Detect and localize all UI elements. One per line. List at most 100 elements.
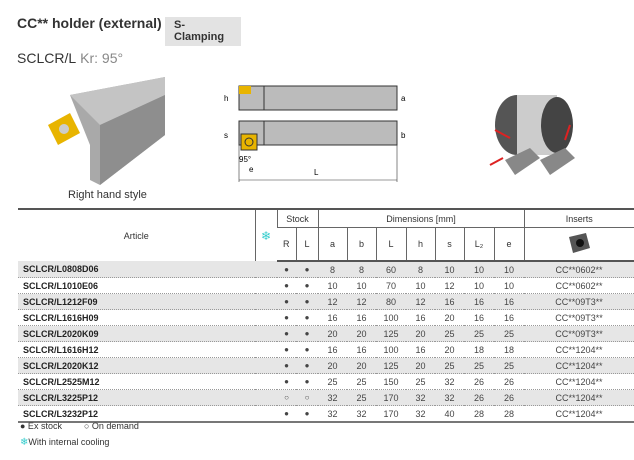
dim-s-cell: 25	[435, 357, 464, 374]
dim-h-cell: 16	[406, 309, 435, 326]
insert-cell: CC**09T3**	[524, 309, 634, 326]
stock-l-cell: ●	[296, 341, 318, 358]
cooling-cell	[255, 357, 277, 374]
dim-s: s	[224, 131, 228, 140]
page-title: CC** holder (external)	[17, 15, 162, 31]
dim-a-cell: 25	[318, 373, 347, 390]
col-stock: Stock	[276, 208, 318, 228]
stock-legend: ● Ex stock○ On demand	[20, 421, 139, 431]
stock-l-cell: ●	[296, 325, 318, 342]
cooling-cell	[255, 309, 277, 326]
dim-s-cell: 16	[435, 293, 464, 310]
col-length: L	[375, 227, 406, 262]
stock-l-cell: ○	[296, 389, 318, 406]
dim-e-cell: 10	[494, 277, 524, 294]
dim-b-cell: 16	[347, 341, 376, 358]
dim-a-cell: 10	[318, 277, 347, 294]
dim-l2-cell: 25	[464, 357, 494, 374]
dim-l2-cell: 25	[464, 325, 494, 342]
dim-b-cell: 20	[347, 325, 376, 342]
col-h: h	[405, 227, 435, 262]
dim-l2-cell: 26	[464, 373, 494, 390]
article-table: Article ❄ Stock Dimensions [mm] Inserts …	[18, 208, 634, 423]
dim-h-cell: 20	[406, 357, 435, 374]
dim-h-cell: 8	[406, 261, 435, 278]
dim-h: h	[224, 94, 228, 103]
stock-l-cell: ●	[296, 373, 318, 390]
stock-l-cell: ●	[296, 293, 318, 310]
dim-h-cell: 25	[406, 373, 435, 390]
dim-a-cell: 12	[318, 293, 347, 310]
dim-s-cell: 25	[435, 325, 464, 342]
dim-length-cell: 100	[376, 341, 406, 358]
stock-r-cell: ●	[277, 277, 296, 294]
holder-3d-image	[48, 77, 165, 185]
dim-s-cell: 10	[435, 261, 464, 278]
dim-length-cell: 70	[376, 277, 406, 294]
dim-length-cell: 125	[376, 357, 406, 374]
cooling-cell	[255, 373, 277, 390]
dim-e-cell: 16	[494, 293, 524, 310]
stock-r-cell: ●	[277, 325, 296, 342]
insert-cell: CC**1204**	[524, 341, 634, 358]
stock-l-cell: ●	[296, 405, 318, 423]
dim-e-cell: 28	[494, 405, 524, 423]
dim-b: b	[401, 131, 406, 140]
insert-cell: CC**1204**	[524, 389, 634, 406]
dim-s-cell: 40	[435, 405, 464, 423]
dim-l2-cell: 16	[464, 293, 494, 310]
dim-s-cell: 20	[435, 341, 464, 358]
dim-b-cell: 10	[347, 277, 376, 294]
stock-r-cell: ●	[277, 341, 296, 358]
dim-b-cell: 12	[347, 293, 376, 310]
stock-r-cell: ●	[277, 405, 296, 423]
dim-L: L	[314, 168, 319, 177]
cooling-cell	[255, 405, 277, 423]
dim-l2-cell: 10	[464, 277, 494, 294]
dim-length-cell: 100	[376, 309, 406, 326]
application-image	[489, 95, 575, 175]
clamping-badge: S-Clamping	[165, 17, 241, 46]
stock-l-cell: ●	[296, 309, 318, 326]
cooling-cell	[255, 341, 277, 358]
article-cell: SCLCR/L1616H12	[18, 341, 255, 358]
dim-a: a	[401, 94, 406, 103]
cooling-legend: ❄With internal cooling	[20, 437, 109, 448]
insert-cell: CC**1204**	[524, 405, 634, 423]
dim-e-cell: 10	[494, 261, 524, 278]
col-b: b	[346, 227, 376, 262]
cooling-cell	[255, 261, 277, 278]
insert-cell: CC**09T3**	[524, 293, 634, 310]
dim-e-cell: 16	[494, 309, 524, 326]
dim-a-cell: 32	[318, 405, 347, 423]
article-cell: SCLCR/L1010E06	[18, 277, 255, 294]
dim-a-cell: 32	[318, 389, 347, 406]
dim-e-cell: 26	[494, 389, 524, 406]
insert-cell: CC**1204**	[524, 357, 634, 374]
cooling-cell	[255, 325, 277, 342]
article-cell: SCLCR/L2525M12	[18, 373, 255, 390]
dim-length-cell: 125	[376, 325, 406, 342]
dim-length-cell: 60	[376, 261, 406, 278]
dim-a-cell: 20	[318, 325, 347, 342]
stock-l-cell: ●	[296, 357, 318, 374]
article-cell: SCLCR/L2020K12	[18, 357, 255, 374]
stock-r-cell: ●	[277, 357, 296, 374]
dim-l2-cell: 26	[464, 389, 494, 406]
insert-icon	[569, 233, 591, 253]
cooling-cell	[255, 293, 277, 310]
dim-h-cell: 10	[406, 277, 435, 294]
dim-l2-cell: 28	[464, 405, 494, 423]
dim-e-cell: 25	[494, 325, 524, 342]
col-L2: L₂	[463, 227, 494, 262]
dim-e-cell: 18	[494, 341, 524, 358]
ex-stock-legend: ● Ex stock	[20, 421, 62, 431]
insert-cell: CC**0602**	[524, 277, 634, 294]
